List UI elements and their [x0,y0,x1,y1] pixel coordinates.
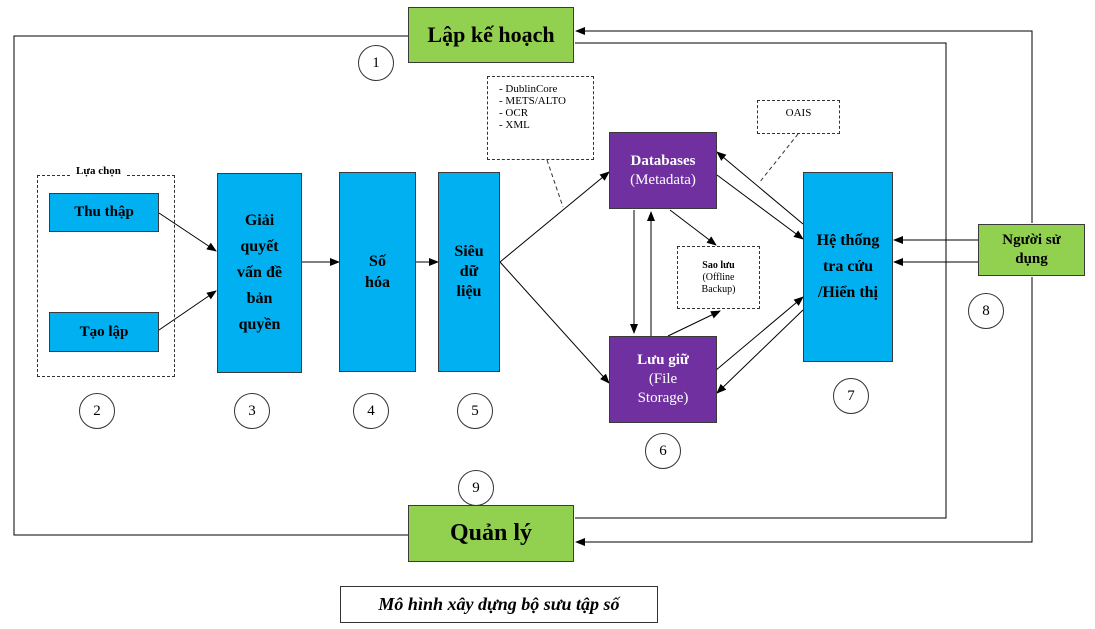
create-label: Tạo lập [79,323,129,340]
loop-left-line [13,35,409,536]
arrow-storage-to-system [708,296,804,377]
copyright-box: Giải quyết vấn đề bản quyền [217,173,302,373]
databases-box: Databases (Metadata) [609,132,717,209]
loop-right-plan [575,27,1033,223]
arrow-tao-lap [158,290,217,331]
step-1-circle: 1 [358,45,394,81]
storage-box: Lưu giữ (File Storage) [609,336,717,423]
step-7-circle: 7 [833,378,869,414]
loop-mid-line [575,42,947,519]
arrow-system-to-storage [716,309,804,394]
collect-box: Thu thập [49,193,159,232]
databases-subtitle: (Metadata) [630,171,696,188]
collect-label: Thu thập [74,204,134,220]
arrow-system-to-db [716,151,804,225]
metadata-standards-text: - DublinCore - METS/ALTO - OCR - XML [499,83,566,131]
user-label: Người sử dụng [1002,232,1061,267]
search-system-box: Hệ thống tra cứu /Hiển thị [803,172,893,362]
databases-title: Databases [630,152,696,169]
management-label: Quản lý [449,520,533,546]
digitize-label: Số hóa [365,253,390,291]
step-4-circle: 4 [353,393,389,429]
loop-right-manage [575,277,1033,546]
arrow-db-to-system [716,174,804,240]
step-9-circle: 9 [458,470,494,506]
oais-note: OAIS [757,100,840,134]
metadata-standards-note: - DublinCore - METS/ALTO - OCR - XML [487,76,594,160]
arrow-storage-backup [667,310,721,337]
search-system-label: Hệ thống tra cứu /Hiển thị [816,232,880,301]
plan-label: Lập kế hoạch [427,22,555,47]
callout-oais-line [758,133,799,184]
arrow-db-backup [669,209,717,246]
metadata-label: Siêu dữ liệu [454,243,484,300]
copyright-label: Giải quyết vấn đề bản quyền [237,212,282,333]
backup-subtitle: (Offline Backup) [701,271,736,295]
step-3-circle: 3 [234,393,270,429]
management-box: Quản lý [408,505,574,562]
caption-box: Mô hình xây dựng bộ sưu tập số [340,586,658,623]
user-box: Người sử dụng [978,224,1085,276]
selection-label: Lựa chọn [70,165,127,177]
storage-subtitle: (File Storage) [637,371,689,406]
plan-box: Lập kế hoạch [408,7,574,63]
step-8-circle: 8 [968,293,1004,329]
arrow-thu-thap [158,212,217,252]
arrow-to-databases [499,171,610,263]
backup-note: Sao lưu (Offline Backup) [677,246,760,309]
oais-text: OAIS [785,107,812,119]
step-5-circle: 5 [457,393,493,429]
step-2-circle: 2 [79,393,115,429]
callout-metadata-line [546,159,564,208]
backup-title: Sao lưu [702,259,735,271]
storage-title: Lưu giữ [637,352,689,368]
create-box: Tạo lập [49,312,159,352]
arrow-to-luu-giu [499,261,610,384]
digitize-box: Số hóa [339,172,416,372]
metadata-box: Siêu dữ liệu [438,172,500,372]
caption-text: Mô hình xây dựng bộ sưu tập số [378,594,620,614]
step-6-circle: 6 [645,433,681,469]
